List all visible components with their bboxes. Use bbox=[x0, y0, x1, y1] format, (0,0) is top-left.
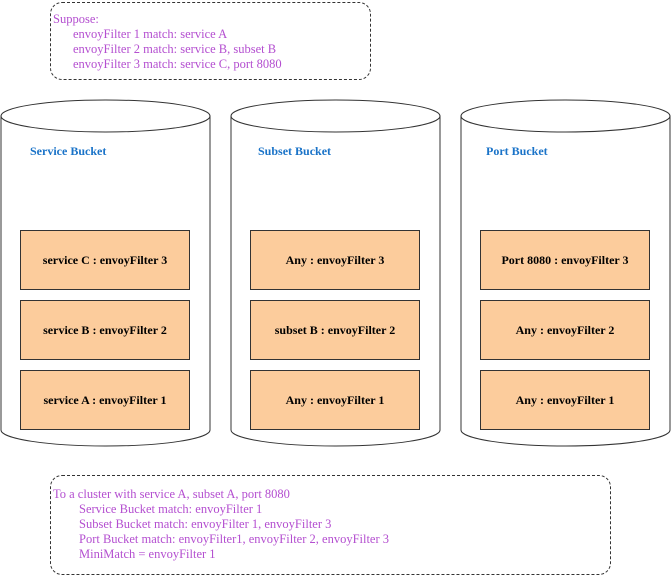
subset-bucket: Subset Bucket Any : envoyFilter 3 subset… bbox=[230, 98, 441, 448]
suppose-line-filter-1: envoyFilter 1 match: service A bbox=[73, 27, 228, 41]
result-minimatch: MiniMatch = envoyFilter 1 bbox=[79, 547, 216, 561]
result-port-match: Port Bucket match: envoyFilter1, envoyFi… bbox=[79, 532, 390, 546]
service-bucket-entry-filter-1: service A : envoyFilter 1 bbox=[20, 370, 190, 430]
result-service-match: Service Bucket match: envoyFilter 1 bbox=[79, 502, 263, 516]
port-bucket-entry-filter-1: Any : envoyFilter 1 bbox=[480, 370, 650, 430]
result-subset-match: Subset Bucket match: envoyFilter 1, envo… bbox=[79, 517, 332, 531]
port-bucket: Port Bucket Port 8080 : envoyFilter 3 An… bbox=[460, 98, 671, 448]
suppose-line-filter-2: envoyFilter 2 match: service B, subset B bbox=[73, 42, 277, 56]
suppose-note: Suppose: envoyFilter 1 match: service A … bbox=[50, 2, 371, 80]
suppose-heading: Suppose: bbox=[53, 12, 99, 26]
suppose-line-filter-3: envoyFilter 3 match: service C, port 808… bbox=[73, 57, 282, 71]
subset-bucket-entry-filter-2: subset B : envoyFilter 2 bbox=[250, 300, 420, 360]
subset-bucket-entry-filter-1: Any : envoyFilter 1 bbox=[250, 370, 420, 430]
subset-bucket-entry-filter-3: Any : envoyFilter 3 bbox=[250, 230, 420, 290]
port-bucket-title: Port Bucket bbox=[486, 144, 548, 158]
port-bucket-entry-filter-3: Port 8080 : envoyFilter 3 bbox=[480, 230, 650, 290]
service-bucket-title: Service Bucket bbox=[30, 144, 107, 158]
result-note: To a cluster with service A, subset A, p… bbox=[50, 475, 611, 575]
port-bucket-entry-filter-2: Any : envoyFilter 2 bbox=[480, 300, 650, 360]
service-bucket-entry-filter-3: service C : envoyFilter 3 bbox=[20, 230, 190, 290]
service-bucket-entry-filter-2: service B : envoyFilter 2 bbox=[20, 300, 190, 360]
service-bucket: Service Bucket service C : envoyFilter 3… bbox=[0, 98, 211, 448]
result-heading: To a cluster with service A, subset A, p… bbox=[53, 487, 290, 501]
subset-bucket-title: Subset Bucket bbox=[258, 144, 332, 158]
